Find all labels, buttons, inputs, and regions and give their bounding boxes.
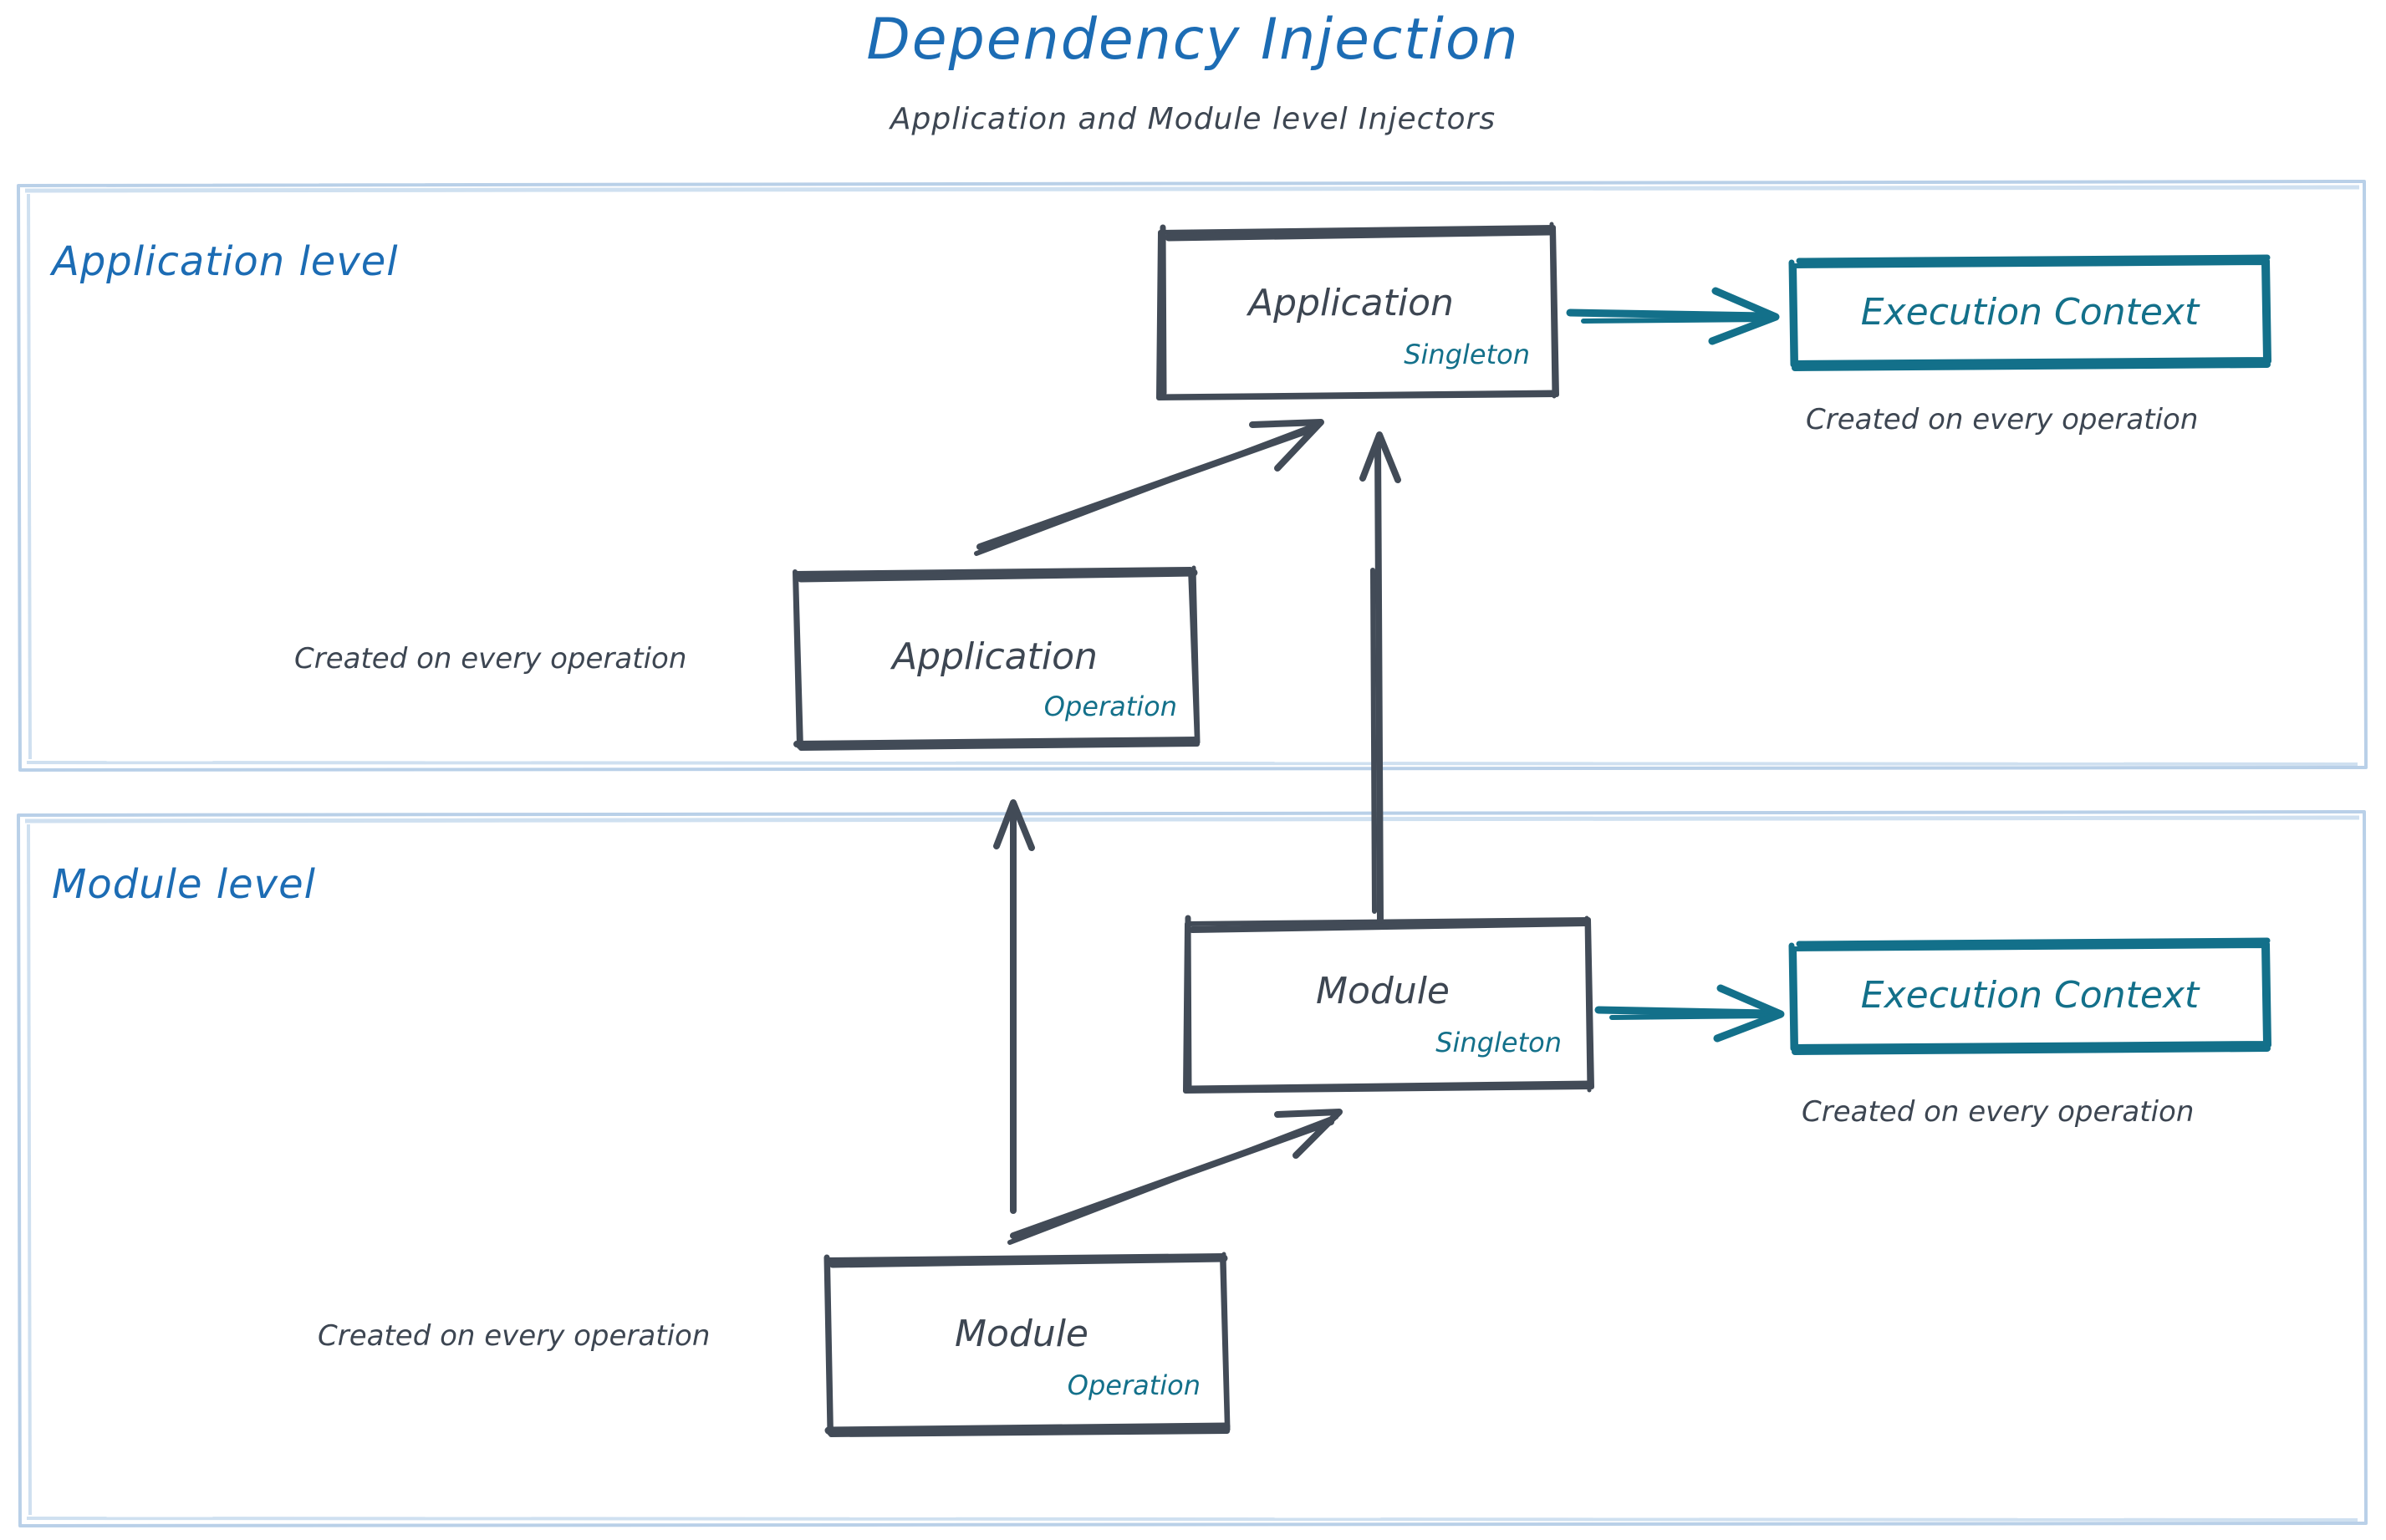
node-label-module-operation: Module [955,1313,1088,1355]
node-scope-module-operation: Operation [1067,1369,1201,1401]
note-execution-context-application: Created on every operation [1806,403,2199,436]
note-application-operation: Created on every operation [294,642,687,676]
node-label-execution-context-module: Execution Context [1860,974,2200,1017]
node-scope-application-operation: Operation [1043,691,1177,722]
page-subtitle: Application and Module level Injectors [890,102,1496,136]
edge-application-singleton-to-execution-context [1566,287,1780,345]
node-label-module-singleton: Module [1316,970,1450,1012]
edge-module-operation-to-module-singleton [1007,1109,1343,1245]
page-title: Dependency Injection [866,7,1520,73]
edge-application-operation-to-application-singleton [974,419,1324,556]
band-module-level [17,810,2368,1527]
edge-module-singleton-to-execution-context [1594,984,1785,1043]
node-label-execution-context-application: Execution Context [1860,291,2200,334]
edge-module-singleton-to-application-singleton [1359,431,1401,923]
band-label-application-level: Application level [52,238,399,285]
note-execution-context-module: Created on every operation [1802,1095,2195,1129]
edge-module-operation-to-application-level [993,799,1035,1214]
node-scope-application-singleton: Singleton [1404,339,1530,370]
band-label-module-level: Module level [52,861,316,908]
node-scope-module-singleton: Singleton [1435,1027,1562,1058]
node-label-application-singleton: Application [1248,282,1454,324]
node-label-application-operation: Application [892,635,1098,678]
note-module-operation: Created on every operation [318,1319,711,1353]
